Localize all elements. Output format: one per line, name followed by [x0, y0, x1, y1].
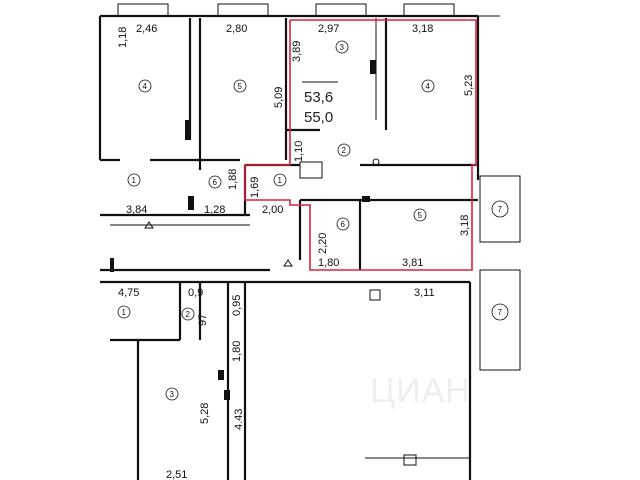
room-marker-5-right: 5: [413, 208, 427, 222]
dim-3-81: 3,81: [402, 257, 423, 269]
room-marker-4-left: 4: [138, 79, 152, 93]
room-marker-2-hall: 2: [337, 143, 351, 157]
svg-text:3: 3: [170, 390, 175, 399]
room-marker-7-bottom: 7: [498, 308, 503, 317]
dim-5-23: 5,23: [463, 75, 475, 96]
dim-3-18-top: 3,18: [412, 23, 433, 35]
dim-0-9: 0,9: [188, 287, 203, 299]
dim-2-80: 2,80: [226, 23, 247, 35]
svg-text:2: 2: [342, 146, 347, 155]
svg-text:5: 5: [238, 82, 243, 91]
dim-3-84: 3,84: [126, 204, 147, 216]
dim-5-28: 5,28: [199, 403, 211, 424]
dim-3-18-side: 3,18: [459, 215, 471, 236]
svg-text:1: 1: [278, 176, 283, 185]
dim-2-97: 2,97: [318, 23, 339, 35]
area-total: 53,6: [304, 89, 333, 106]
room-marker-3-top: 3: [335, 40, 349, 54]
room-marker-3-low: 3: [165, 387, 179, 401]
svg-text:3: 3: [340, 43, 345, 52]
dim-5-09: 5,09: [273, 87, 285, 108]
dim-3-89: 3,89: [291, 41, 303, 62]
dim-1-18: 1,18: [117, 27, 129, 48]
svg-text:2: 2: [186, 310, 191, 319]
windows-top: [117, 3, 455, 17]
svg-text:7: 7: [498, 308, 503, 317]
svg-text:7: 7: [498, 205, 503, 214]
room-marker-5-left: 5: [233, 79, 247, 93]
dim-1-80: 1,80: [318, 257, 339, 269]
area-second: 55,0: [304, 109, 333, 126]
svg-text:5: 5: [418, 211, 423, 220]
dim-97: 97: [197, 314, 209, 326]
room-marker-1-left: 1: [127, 173, 141, 187]
room-marker-6-bath: 6: [336, 217, 350, 231]
dim-3-11: 3,11: [414, 287, 435, 299]
walls-lower: [100, 268, 472, 480]
room-marker-4-right: 4: [421, 79, 435, 93]
room-marker-2-low: 2: [181, 307, 195, 321]
dim-2-46: 2,46: [136, 23, 157, 35]
dim-1-10: 1,10: [293, 141, 305, 162]
svg-text:1: 1: [122, 308, 127, 317]
room-markers: 4 5 3 4 2 1 6 1 6 5 7 7 1 2 3: [117, 40, 503, 401]
room-marker-6-left: 6: [208, 175, 222, 189]
room-marker-1-mid: 1: [273, 173, 287, 187]
svg-text:4: 4: [143, 82, 148, 91]
area-readout: 53,6 55,0: [302, 81, 338, 126]
dim-1-88: 1,88: [227, 169, 239, 190]
svg-text:4: 4: [426, 82, 431, 91]
wall-hatching: [110, 60, 376, 400]
dim-2-20: 2,20: [317, 233, 329, 254]
svg-text:6: 6: [213, 178, 218, 187]
fixtures: [144, 158, 417, 466]
room-marker-1-low: 1: [117, 305, 131, 319]
dim-4-43: 4.43: [233, 409, 245, 430]
highlighted-apartment-outline: [244, 19, 477, 271]
svg-text:6: 6: [341, 220, 346, 229]
svg-text:1: 1: [132, 176, 137, 185]
room-marker-7-top: 7: [498, 205, 503, 214]
dim-1-80-vertical: 1,80: [231, 341, 243, 362]
dim-2-51: 2,51: [166, 469, 187, 480]
dim-1-28: 1,28: [204, 204, 225, 216]
dim-1-69: 1,69: [249, 177, 261, 198]
dim-0-95: 0,95: [231, 295, 243, 316]
dim-2-00: 2,00: [262, 204, 283, 216]
dim-4-75: 4,75: [118, 287, 139, 299]
balconies-right: [479, 175, 521, 371]
dimension-labels: 2,46 2,80 2,97 3,18 3,84 1,28 2,00 1,80 …: [117, 23, 475, 480]
